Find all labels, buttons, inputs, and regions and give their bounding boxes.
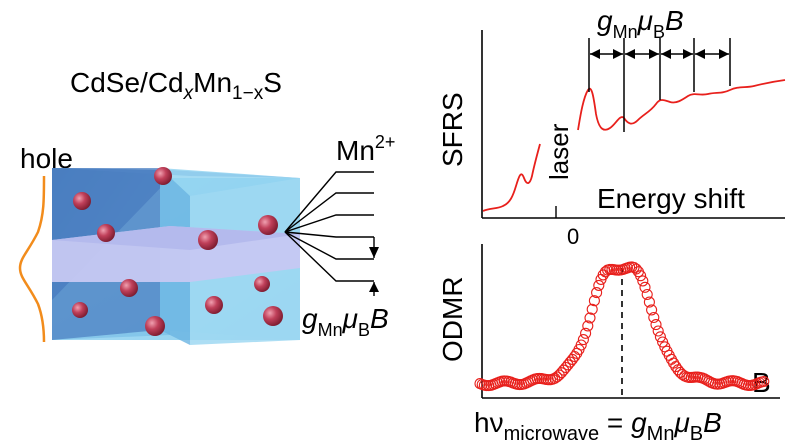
odmr-data-point xyxy=(580,327,592,339)
odmr-data-point xyxy=(575,339,587,351)
sfrs-x-axis-label: Energy shift xyxy=(597,183,745,214)
zero-tick-label: 0 xyxy=(567,224,579,249)
odmr-data-point xyxy=(593,279,605,291)
sfrs-panel: SFRS 0 laser Energy shift gMnμB xyxy=(437,5,786,249)
odmr-data-point xyxy=(650,319,662,331)
mn-sphere xyxy=(258,215,278,235)
odmr-data-point xyxy=(564,356,576,368)
odmr-data-point xyxy=(586,303,598,315)
mn-level-line xyxy=(284,231,374,282)
mn-sphere xyxy=(198,230,218,250)
mn-level-line xyxy=(284,171,374,233)
odmr-data-point xyxy=(758,375,770,388)
heterostructure-diagram: CdSe/CdxMn1−xS hole xyxy=(18,67,395,345)
odmr-data-point xyxy=(639,281,651,293)
odmr-data-point xyxy=(641,288,653,301)
odmr-panel: ODMR B xyxy=(437,244,780,399)
odmr-data-point xyxy=(635,270,647,282)
odmr-data-point xyxy=(643,296,655,308)
mn-sphere xyxy=(120,279,138,297)
mn-ion-spheres xyxy=(72,167,283,336)
odmr-data-point xyxy=(582,320,594,332)
mn-sphere xyxy=(145,316,165,336)
odmr-data-point xyxy=(652,325,664,337)
odmr-y-axis-label: ODMR xyxy=(437,276,468,362)
spacing-arrowheads xyxy=(590,49,729,59)
odmr-data-point xyxy=(577,334,589,346)
mn-level-line xyxy=(284,192,374,233)
mn-level-fan xyxy=(284,171,374,282)
raman-spacing-markers xyxy=(588,38,731,132)
zeeman-splitting-label: gMnμBB xyxy=(302,303,389,340)
mn-sphere xyxy=(97,224,115,242)
resonance-formula: hνmicrowave = gMnμBB xyxy=(474,407,722,443)
mn-sphere xyxy=(263,306,283,326)
odmr-data-point xyxy=(584,312,596,324)
odmr-data-point xyxy=(654,331,666,343)
odmr-data-point xyxy=(648,311,660,324)
odmr-data-point xyxy=(588,295,600,307)
mn-sphere xyxy=(154,167,172,185)
odmr-data-point xyxy=(637,275,649,287)
laser-label: laser xyxy=(544,123,574,180)
sfrs-stokes-curve xyxy=(577,79,786,131)
sfrs-anti-stokes-curve xyxy=(482,143,541,212)
mn-ion-label: Mn2+ xyxy=(336,132,395,166)
mn-level-line xyxy=(284,214,374,233)
sfrs-y-axis-label: SFRS xyxy=(437,92,468,167)
odmr-data-point xyxy=(646,304,658,316)
mn-level-line xyxy=(284,231,374,260)
splitting-arrows xyxy=(369,237,379,296)
mn-sphere xyxy=(254,276,270,292)
quantum-well-top xyxy=(52,226,300,250)
spacing-label: gMnμBB xyxy=(597,5,684,42)
odmr-data-point xyxy=(591,287,603,299)
mn-sphere xyxy=(72,302,88,318)
hole-wavefunction xyxy=(18,175,46,343)
mn-sphere xyxy=(205,296,223,314)
odmr-data-points xyxy=(474,261,770,392)
odmr-x-axis-label: B xyxy=(752,367,771,398)
mn-level-line xyxy=(284,231,374,238)
mn-sphere xyxy=(73,192,91,210)
material-label: CdSe/CdxMn1−xS xyxy=(70,67,282,104)
odmr-data-point xyxy=(657,336,669,348)
